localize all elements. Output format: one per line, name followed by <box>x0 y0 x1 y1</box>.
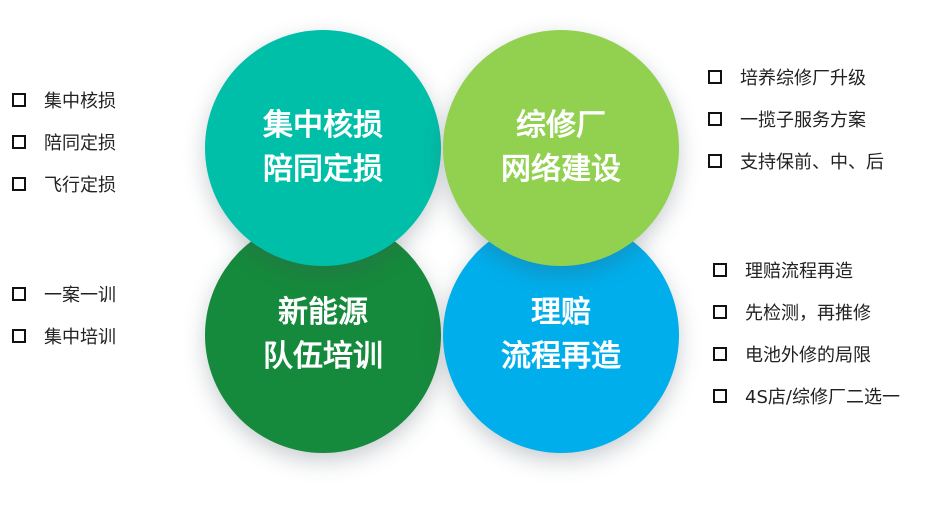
checkbox-icon <box>708 70 722 84</box>
list-bottom-right: 理赔流程再造 先检测，再推修 电池外修的局限 4S店/综修厂二选一 <box>713 249 900 417</box>
checkbox-icon <box>12 93 26 107</box>
circle-repair-shop-network: 综修厂 网络建设 <box>443 30 679 266</box>
circle-line: 理赔 <box>531 295 591 330</box>
list-top-right: 培养综修厂升级 一揽子服务方案 支持保前、中、后 <box>708 56 884 182</box>
list-item: 电池外修的局限 <box>713 333 900 375</box>
list-item: 支持保前、中、后 <box>708 140 884 182</box>
circle-line: 集中核损 <box>263 108 383 143</box>
list-item: 4S店/综修厂二选一 <box>713 375 900 417</box>
checkbox-icon <box>713 263 727 277</box>
list-item: 先检测，再推修 <box>713 291 900 333</box>
checkbox-icon <box>12 287 26 301</box>
circle-line: 新能源 <box>278 295 368 330</box>
checkbox-icon <box>708 112 722 126</box>
checkbox-icon <box>12 329 26 343</box>
list-item: 集中培训 <box>12 315 116 357</box>
list-item: 理赔流程再造 <box>713 249 900 291</box>
list-bottom-left: 一案一训 集中培训 <box>12 273 116 357</box>
checkbox-icon <box>12 135 26 149</box>
checkbox-icon <box>12 177 26 191</box>
list-item: 培养综修厂升级 <box>708 56 884 98</box>
circle-line: 流程再造 <box>501 339 621 374</box>
checkbox-icon <box>713 347 727 361</box>
list-item: 陪同定损 <box>12 121 116 163</box>
checkbox-icon <box>713 305 727 319</box>
checkbox-icon <box>708 154 722 168</box>
list-item: 飞行定损 <box>12 163 116 205</box>
list-top-left: 集中核损 陪同定损 飞行定损 <box>12 79 116 205</box>
circle-line: 综修厂 <box>516 108 606 143</box>
list-item: 集中核损 <box>12 79 116 121</box>
checkbox-icon <box>713 389 727 403</box>
list-item: 一案一训 <box>12 273 116 315</box>
circle-line: 队伍培训 <box>263 339 383 374</box>
list-item: 一揽子服务方案 <box>708 98 884 140</box>
circle-line: 陪同定损 <box>263 152 383 187</box>
circle-line: 网络建设 <box>501 152 621 187</box>
circle-centralized-loss-assessment: 集中核损 陪同定损 <box>205 30 441 266</box>
